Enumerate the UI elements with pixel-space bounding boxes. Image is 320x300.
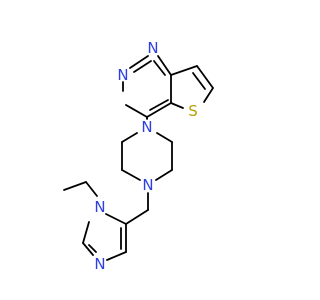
atom-s: S [188,102,198,120]
bond [192,72,206,90]
bond [82,221,90,244]
atom-npip4: N [142,176,153,194]
atom-label-n3: N [117,66,128,84]
atom-label-s: S [188,102,198,120]
bond [105,213,127,225]
bond [157,55,172,76]
atom-label-nim1: N [94,198,105,216]
bond [146,102,172,118]
bond [149,99,169,111]
bond [156,132,173,143]
bond [121,169,141,181]
molecule-structure: N N S N N N N [63,39,214,273]
atom-label-n1: N [147,39,158,57]
bond [129,55,149,69]
bond [153,60,166,76]
bond [133,60,152,73]
atom-layer: N N S N N N N [94,39,197,273]
bond [106,251,127,261]
bond [88,244,97,253]
bond [82,242,94,256]
atom-label-npip4: N [142,176,153,194]
atom-label-nim3: N [94,255,105,273]
bond [170,102,184,109]
bond [170,65,198,76]
bond [203,87,214,103]
atom-n3: N [117,66,128,84]
atom-n1: N [147,39,158,57]
atom-label-npip1: N [141,118,152,136]
bond [121,132,138,143]
bond [85,181,98,197]
bond [155,169,173,181]
bond [196,65,214,89]
atom-npip1: N [141,118,152,136]
bond [125,104,148,118]
bond [63,181,87,191]
bond [125,209,149,225]
atom-nim3: N [94,255,105,273]
atom-nim1: N [94,198,105,216]
bond-layer [63,55,214,261]
